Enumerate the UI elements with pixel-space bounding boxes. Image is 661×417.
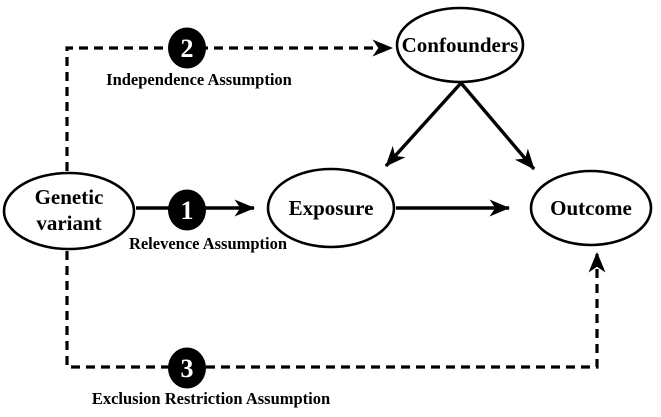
badge-1-circle	[168, 189, 206, 231]
assumption-badge-3: 3 Exclusion Restriction Assumption	[92, 347, 330, 408]
edge-confounders-to-exposure	[384, 81, 463, 168]
badge-3-circle	[168, 347, 206, 389]
badge-2-circle	[168, 27, 206, 69]
genetic-variant-label-line2: variant	[36, 211, 101, 235]
badge-2-number: 2	[181, 34, 194, 63]
outcome-ellipse	[529, 169, 653, 247]
edge-genetic-variant-to-confounders	[65, 39, 393, 171]
exposure-ellipse	[266, 167, 396, 249]
edge-genetic-variant-to-outcome	[65, 251, 606, 369]
confounders-label: Confounders	[402, 33, 519, 57]
edge-confounders-to-outcome	[459, 81, 536, 171]
genetic-variant-ellipse	[2, 171, 136, 251]
node-outcome: Outcome	[529, 169, 653, 247]
genetic-variant-label-line1: Genetic	[35, 185, 104, 209]
node-exposure: Exposure	[266, 167, 396, 249]
badge-1-number: 1	[181, 196, 194, 225]
confounders-ellipse	[395, 6, 525, 84]
node-confounders: Confounders	[395, 6, 525, 84]
independence-assumption-label: Independence Assumption	[106, 70, 292, 89]
relevence-assumption-label: Relevence Assumption	[129, 234, 287, 253]
node-genetic-variant: Genetic variant	[2, 171, 136, 251]
outcome-label: Outcome	[550, 196, 632, 220]
exposure-label: Exposure	[289, 196, 374, 220]
assumption-badge-2: 2 Independence Assumption	[106, 27, 292, 89]
assumption-badge-1: 1 Relevence Assumption	[129, 189, 287, 253]
badge-3-number: 3	[181, 354, 194, 383]
exclusion-restriction-assumption-label: Exclusion Restriction Assumption	[92, 389, 330, 408]
